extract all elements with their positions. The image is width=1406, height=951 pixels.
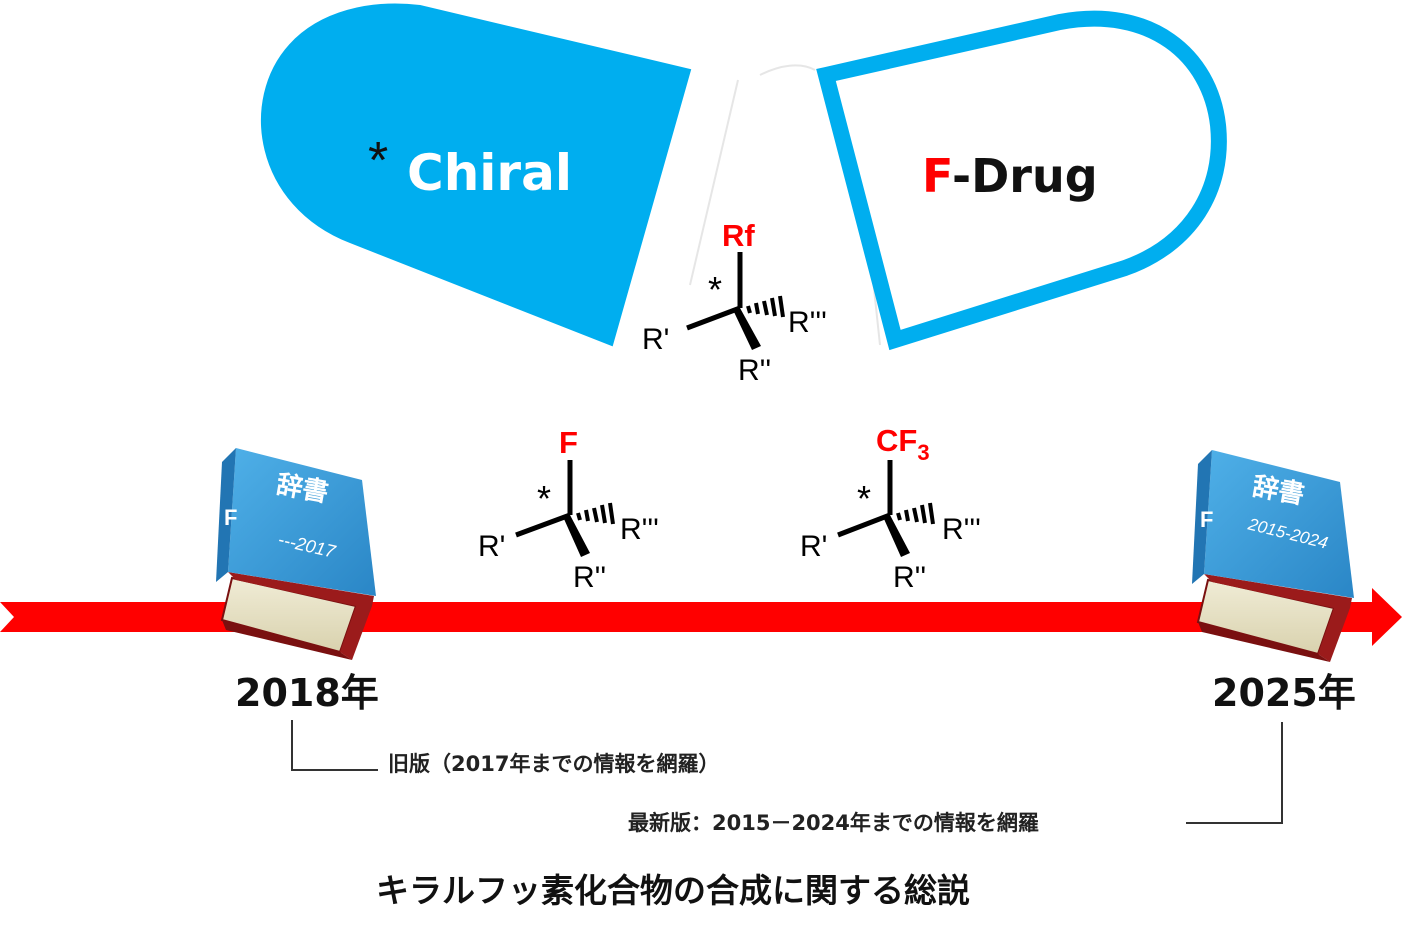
- svg-text:CF3: CF3: [876, 423, 930, 465]
- label-r1: R': [478, 530, 505, 563]
- wedge-bond: [884, 515, 910, 557]
- old-note-leader: [291, 720, 378, 771]
- substituent-subscript: 3: [917, 440, 929, 465]
- wedge-bond: [564, 515, 590, 557]
- label-r1: R': [642, 323, 669, 356]
- chiral-star: *: [368, 132, 388, 190]
- chiral-center-star: *: [857, 478, 871, 519]
- chiral-label: Chiral: [407, 144, 572, 202]
- end-year-label: 2025年: [1212, 671, 1356, 715]
- hash-bond: [576, 502, 615, 525]
- new-dictionary-book: F 辞書 2015-2024: [1192, 450, 1354, 662]
- timeline-arrow: [0, 588, 1402, 646]
- new-edition-note: 最新版：2015－2024年までの情報を網羅: [628, 811, 1039, 835]
- chiral-center-star: *: [537, 478, 551, 519]
- capsule-left-half: * Chiral: [261, 3, 692, 347]
- label-r2: R'': [738, 354, 771, 387]
- molecule-f: F * R' R''' R'': [478, 425, 659, 594]
- old-dictionary-book: F 辞書 ---2017: [216, 448, 376, 660]
- bond-left: [837, 512, 891, 538]
- capsule-right-half: F-Drug: [816, 10, 1227, 351]
- label-r3: R''': [620, 513, 659, 546]
- bond-left: [686, 305, 741, 331]
- substituent-rf: Rf: [722, 218, 755, 253]
- substituent-cf: CF: [876, 423, 917, 458]
- bond-left: [515, 512, 571, 538]
- hash-bond: [896, 502, 935, 525]
- label-r1: R': [800, 530, 827, 563]
- label-r2: R'': [573, 561, 606, 594]
- start-year-label: 2018年: [235, 671, 379, 715]
- label-r3: R''': [942, 513, 981, 546]
- figure-caption: キラルフッ素化合物の合成に関する総説: [376, 871, 970, 910]
- fdrug-label: -Drug: [952, 149, 1098, 203]
- chiral-center-star: *: [708, 269, 722, 310]
- substituent-f: F: [559, 425, 578, 460]
- new-note-leader: [1186, 722, 1283, 824]
- label-r2: R'': [893, 561, 926, 594]
- fdrug-f-letter: F: [922, 149, 952, 203]
- book-spine-letter: F: [224, 505, 237, 530]
- label-r3: R''': [788, 306, 827, 339]
- hash-bond: [746, 295, 785, 318]
- wedge-bond: [734, 308, 761, 350]
- molecule-cf3: CF3 * R' R''' R'': [800, 423, 981, 594]
- molecule-rf: Rf * R' R''' R'': [642, 218, 827, 387]
- old-edition-note: 旧版（2017年までの情報を網羅）: [388, 752, 719, 776]
- book-spine-letter: F: [1200, 507, 1213, 532]
- svg-text:F-Drug: F-Drug: [922, 149, 1098, 203]
